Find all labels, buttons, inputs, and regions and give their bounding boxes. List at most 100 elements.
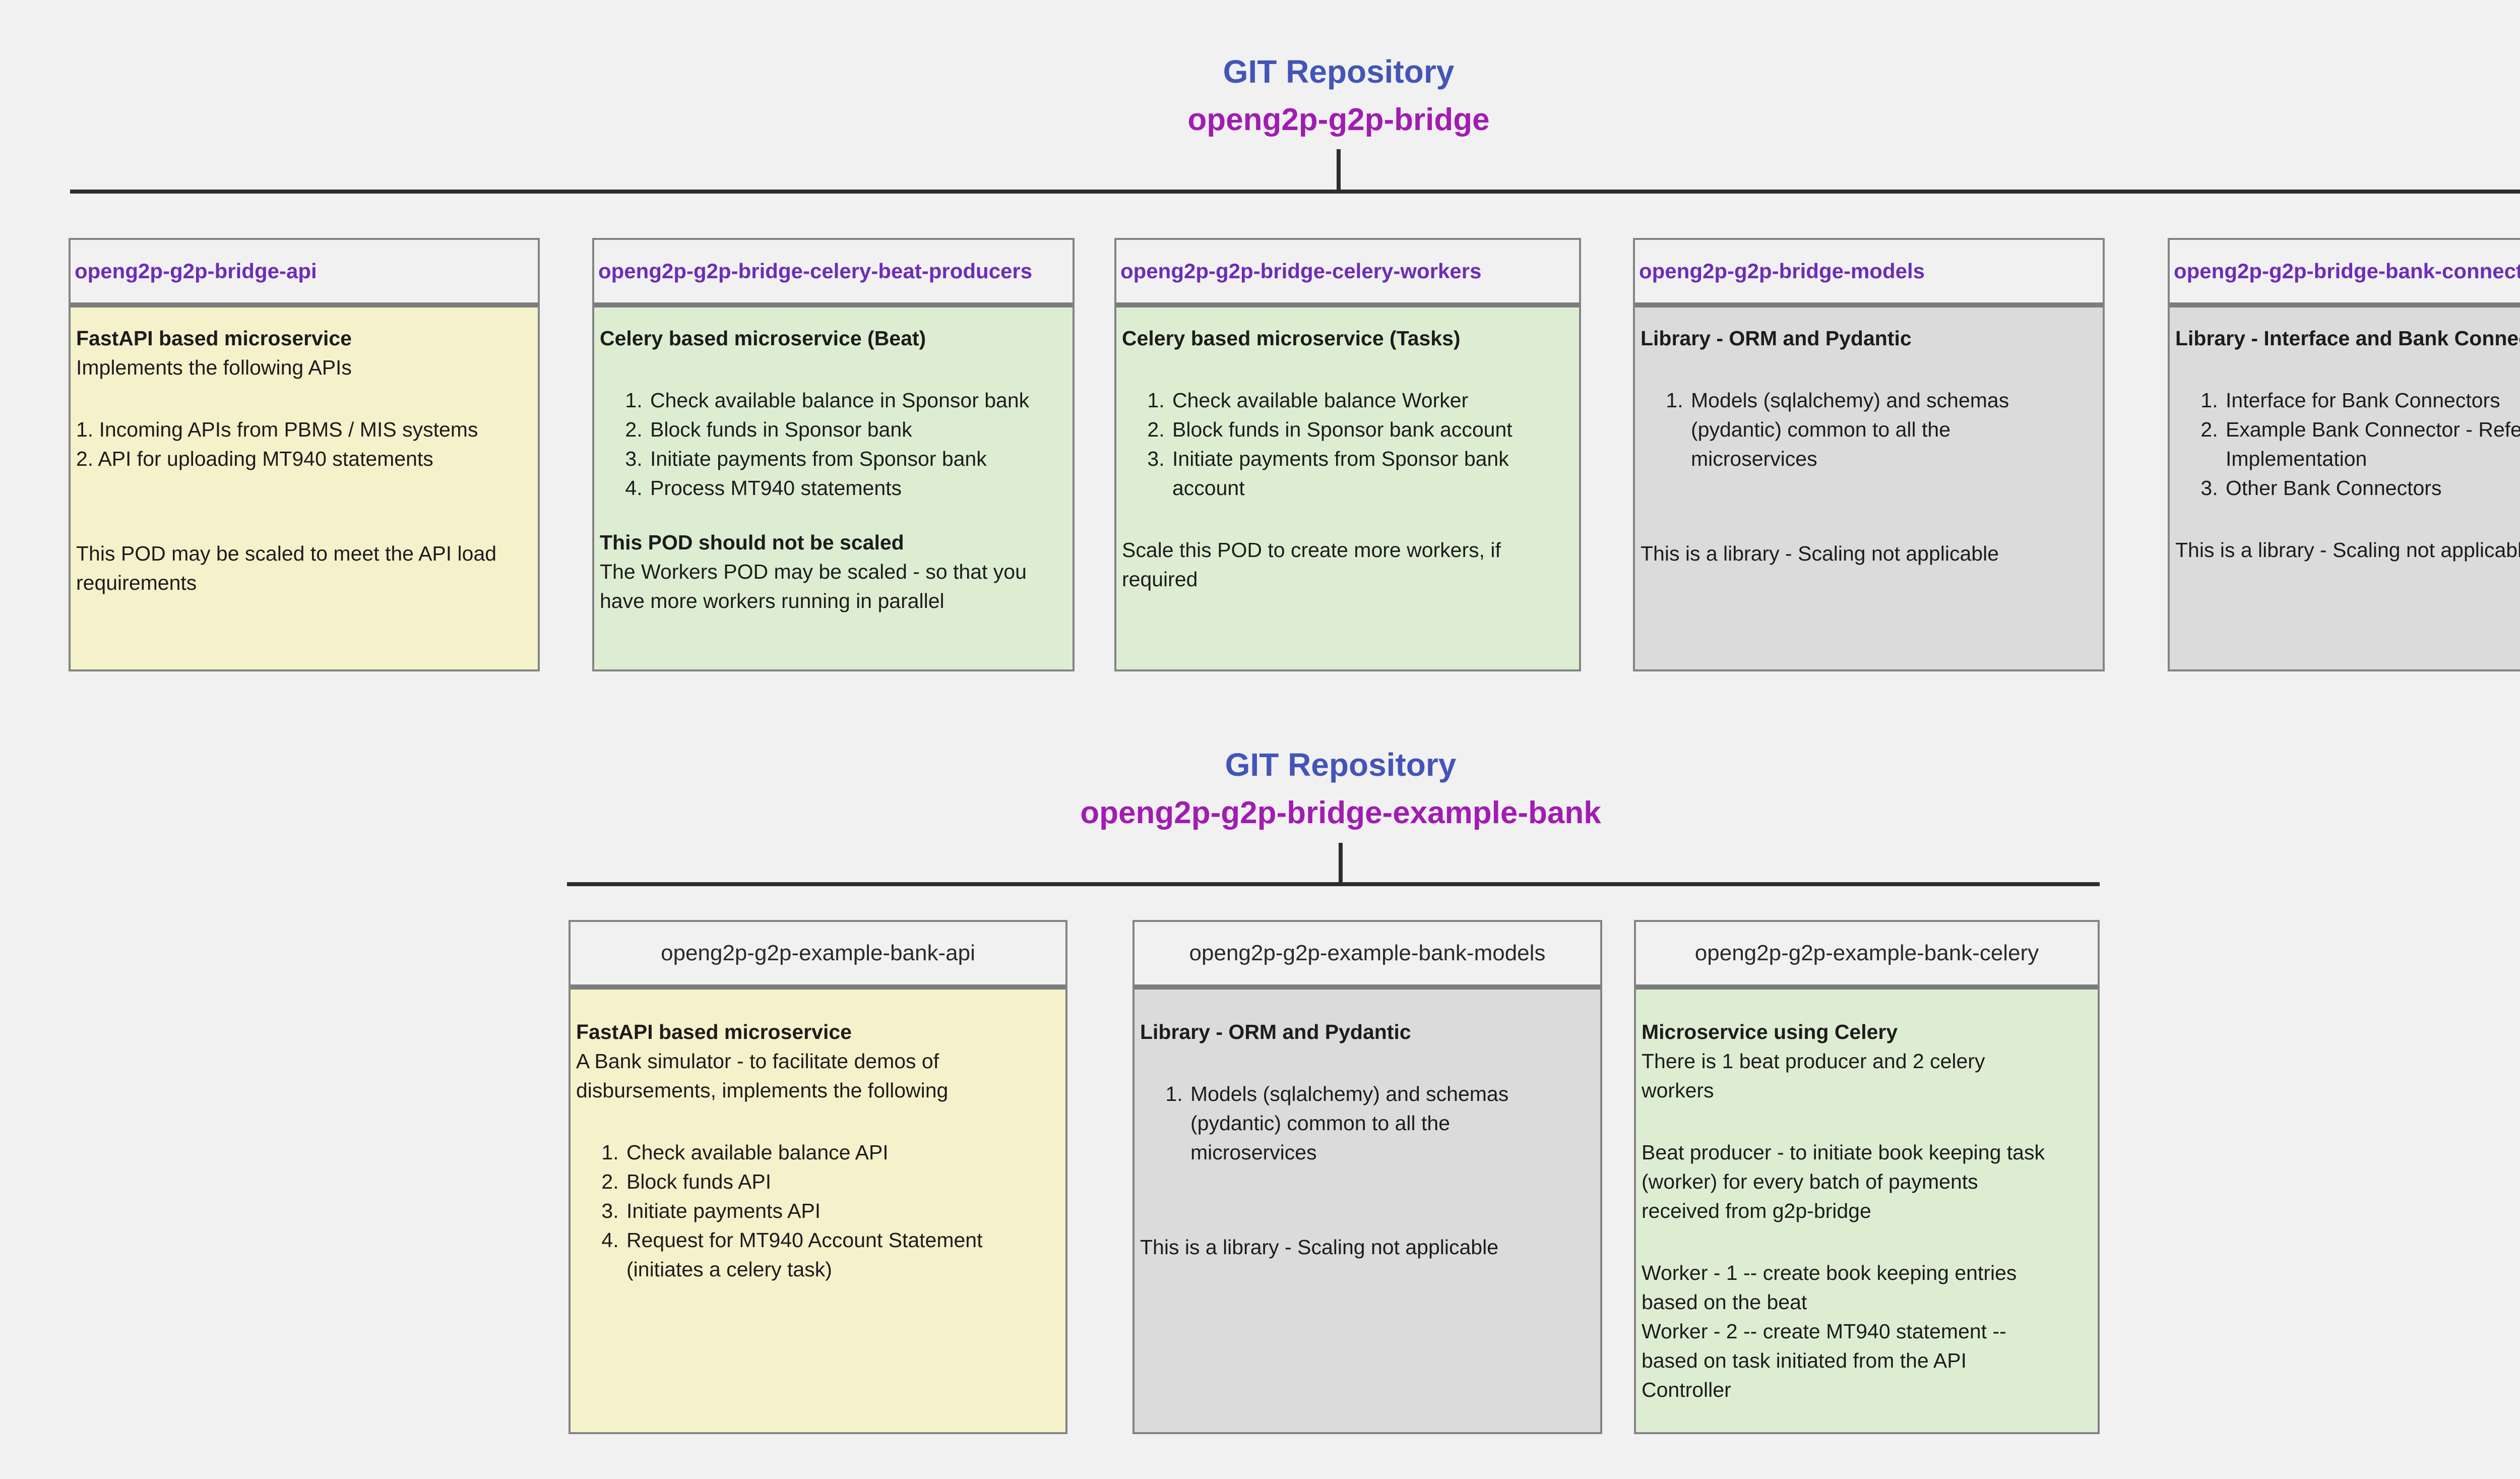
box-header: openg2p-g2p-bridge-celery-workers — [1116, 240, 1579, 307]
box-title: openg2p-g2p-example-bank-api — [661, 941, 975, 965]
spacer — [576, 1105, 1060, 1138]
repo-title-example-bank: GIT Repository openg2p-g2p-bridge-exampl… — [585, 741, 2097, 837]
list-item: Initiate payments from Sponsor bank acco… — [1170, 444, 1573, 503]
connector-stub — [1339, 843, 1343, 883]
body-line: FastAPI based microservice — [76, 327, 352, 350]
box-openg2p-g2p-bridge-bank-connectors: openg2p-g2p-bridge-bank-connectors Libra… — [2168, 238, 2520, 671]
box-title: openg2p-g2p-example-bank-models — [1189, 941, 1546, 965]
box-header: openg2p-g2p-bridge-celery-beat-producers — [594, 240, 1073, 307]
box-body: FastAPI based microservice Implements th… — [71, 307, 538, 669]
box-openg2p-g2p-example-bank-api: openg2p-g2p-example-bank-api FastAPI bas… — [569, 920, 1067, 1434]
numbered-list: Check available balance API Block funds … — [576, 1138, 1060, 1284]
spacer — [76, 473, 532, 539]
repo-name: openg2p-g2p-bridge — [1187, 102, 1490, 137]
connector-line — [567, 882, 2100, 886]
body-line: There is 1 beat producer and 2 celery wo… — [1642, 1050, 1985, 1102]
box-title: openg2p-g2p-bridge-celery-beat-producers — [598, 259, 1033, 283]
spacer — [600, 503, 1067, 528]
body-line: FastAPI based microservice — [576, 1020, 852, 1043]
box-body: Microservice using Celery There is 1 bea… — [1636, 990, 2098, 1432]
list-item: Check available balance in Sponsor bank — [648, 386, 1067, 415]
box-openg2p-g2p-bridge-celery-beat-producers: openg2p-g2p-bridge-celery-beat-producers… — [592, 238, 1075, 671]
numbered-list: Models (sqlalchemy) and schemas (pydanti… — [1140, 1079, 1595, 1167]
box-header: openg2p-g2p-bridge-bank-connectors — [2170, 240, 2520, 307]
box-body: FastAPI based microservice A Bank simula… — [571, 990, 1065, 1432]
body-line: Scale this POD to create more workers, i… — [1122, 538, 1501, 591]
connector-line — [70, 190, 2520, 194]
body-line: Microservice using Celery — [1642, 1020, 1898, 1043]
box-title: openg2p-g2p-bridge-models — [1639, 259, 1925, 283]
list-item: Initiate payments from Sponsor bank — [648, 444, 1067, 473]
box-title: openg2p-g2p-bridge-bank-connectors — [2174, 259, 2520, 283]
spacer — [1641, 353, 2097, 386]
numbered-list: Interface for Bank Connectors Example Ba… — [2175, 386, 2520, 503]
spacer — [1140, 1167, 1595, 1232]
list-item: Models (sqlalchemy) and schemas (pydanti… — [1188, 1079, 1595, 1167]
list-item: Block funds in Sponsor bank account — [1170, 415, 1573, 444]
list-item: Check available balance Worker — [1170, 386, 1573, 415]
numbered-list: Models (sqlalchemy) and schemas (pydanti… — [1641, 386, 2097, 473]
body-line: 1. Incoming APIs from PBMS / MIS systems… — [76, 418, 478, 470]
box-title: openg2p-g2p-bridge-api — [75, 259, 317, 283]
box-openg2p-g2p-example-bank-models: openg2p-g2p-example-bank-models Library … — [1132, 920, 1602, 1434]
repo-label: GIT Repository — [1225, 747, 1457, 783]
box-body: Celery based microservice (Tasks) Check … — [1116, 307, 1579, 669]
box-title: openg2p-g2p-example-bank-celery — [1694, 941, 2039, 965]
list-item: Block funds in Sponsor bank — [648, 415, 1067, 444]
list-item: Other Bank Connectors — [2224, 473, 2520, 503]
body-line: A Bank simulator - to facilitate demos o… — [576, 1050, 949, 1102]
spacer — [1122, 353, 1573, 386]
body-line: Library - Interface and Bank Connectors — [2175, 327, 2520, 350]
box-header: openg2p-g2p-bridge-models — [1635, 240, 2103, 307]
body-line: Celery based microservice (Beat) — [600, 327, 926, 350]
box-openg2p-g2p-bridge-api: openg2p-g2p-bridge-api FastAPI based mic… — [69, 238, 540, 671]
box-header: openg2p-g2p-example-bank-models — [1135, 922, 1600, 990]
list-item: Example Bank Connector - Reference Imple… — [2224, 415, 2520, 473]
spacer — [2175, 503, 2520, 535]
body-line: This POD may be scaled to meet the API l… — [76, 542, 497, 594]
body-line: The Workers POD may be scaled - so that … — [600, 560, 1027, 612]
spacer — [1642, 1225, 2092, 1258]
box-body: Library - Interface and Bank Connectors … — [2170, 307, 2520, 669]
box-openg2p-g2p-bridge-celery-workers: openg2p-g2p-bridge-celery-workers Celery… — [1114, 238, 1581, 671]
list-item: Initiate payments API — [624, 1196, 1060, 1225]
box-header: openg2p-g2p-example-bank-celery — [1636, 922, 2098, 990]
spacer — [2175, 353, 2520, 386]
spacer — [1642, 1105, 2092, 1138]
box-body: Celery based microservice (Beat) Check a… — [594, 307, 1073, 669]
list-item: Interface for Bank Connectors — [2224, 386, 2520, 415]
connector-stub — [1337, 149, 1341, 190]
list-item: Process MT940 statements — [648, 473, 1067, 503]
box-header: openg2p-g2p-bridge-api — [71, 240, 538, 307]
numbered-list: Check available balance in Sponsor bank … — [600, 386, 1067, 503]
body-line: This POD should not be scaled — [600, 531, 904, 554]
spacer — [1641, 473, 2097, 539]
body-line: This is a library - Scaling not applicab… — [1641, 542, 1999, 565]
list-item: Request for MT940 Account Statement (ini… — [624, 1225, 1060, 1284]
box-body: Library - ORM and Pydantic Models (sqlal… — [1135, 990, 1600, 1432]
box-header: openg2p-g2p-example-bank-api — [571, 922, 1065, 990]
box-openg2p-g2p-bridge-models: openg2p-g2p-bridge-models Library - ORM … — [1633, 238, 2105, 671]
spacer — [600, 353, 1067, 386]
repo-name: openg2p-g2p-bridge-example-bank — [1080, 795, 1601, 830]
repo-label: GIT Repository — [1223, 53, 1455, 90]
body-line: This is a library - Scaling not applicab… — [1140, 1236, 1498, 1259]
box-openg2p-g2p-example-bank-celery: openg2p-g2p-example-bank-celery Microser… — [1634, 920, 2100, 1434]
spacer — [1122, 503, 1573, 535]
spacer — [76, 382, 532, 415]
body-line: Implements the following APIs — [76, 356, 352, 379]
list-item: Check available balance API — [624, 1138, 1060, 1167]
spacer — [1140, 1046, 1595, 1079]
list-item: Block funds API — [624, 1167, 1060, 1196]
repo-title-bridge: GIT Repository openg2p-g2p-bridge — [583, 48, 2095, 144]
body-line: Celery based microservice (Tasks) — [1122, 327, 1461, 350]
numbered-list: Check available balance Worker Block fun… — [1122, 386, 1573, 503]
box-title: openg2p-g2p-bridge-celery-workers — [1120, 259, 1482, 283]
body-line: Library - ORM and Pydantic — [1140, 1020, 1411, 1043]
box-body: Library - ORM and Pydantic Models (sqlal… — [1635, 307, 2103, 669]
body-line: Library - ORM and Pydantic — [1641, 327, 1912, 350]
body-line: Beat producer - to initiate book keeping… — [1642, 1141, 2045, 1222]
body-line: This is a library - Scaling not applicab… — [2175, 538, 2520, 562]
list-item: Models (sqlalchemy) and schemas (pydanti… — [1689, 386, 2097, 473]
